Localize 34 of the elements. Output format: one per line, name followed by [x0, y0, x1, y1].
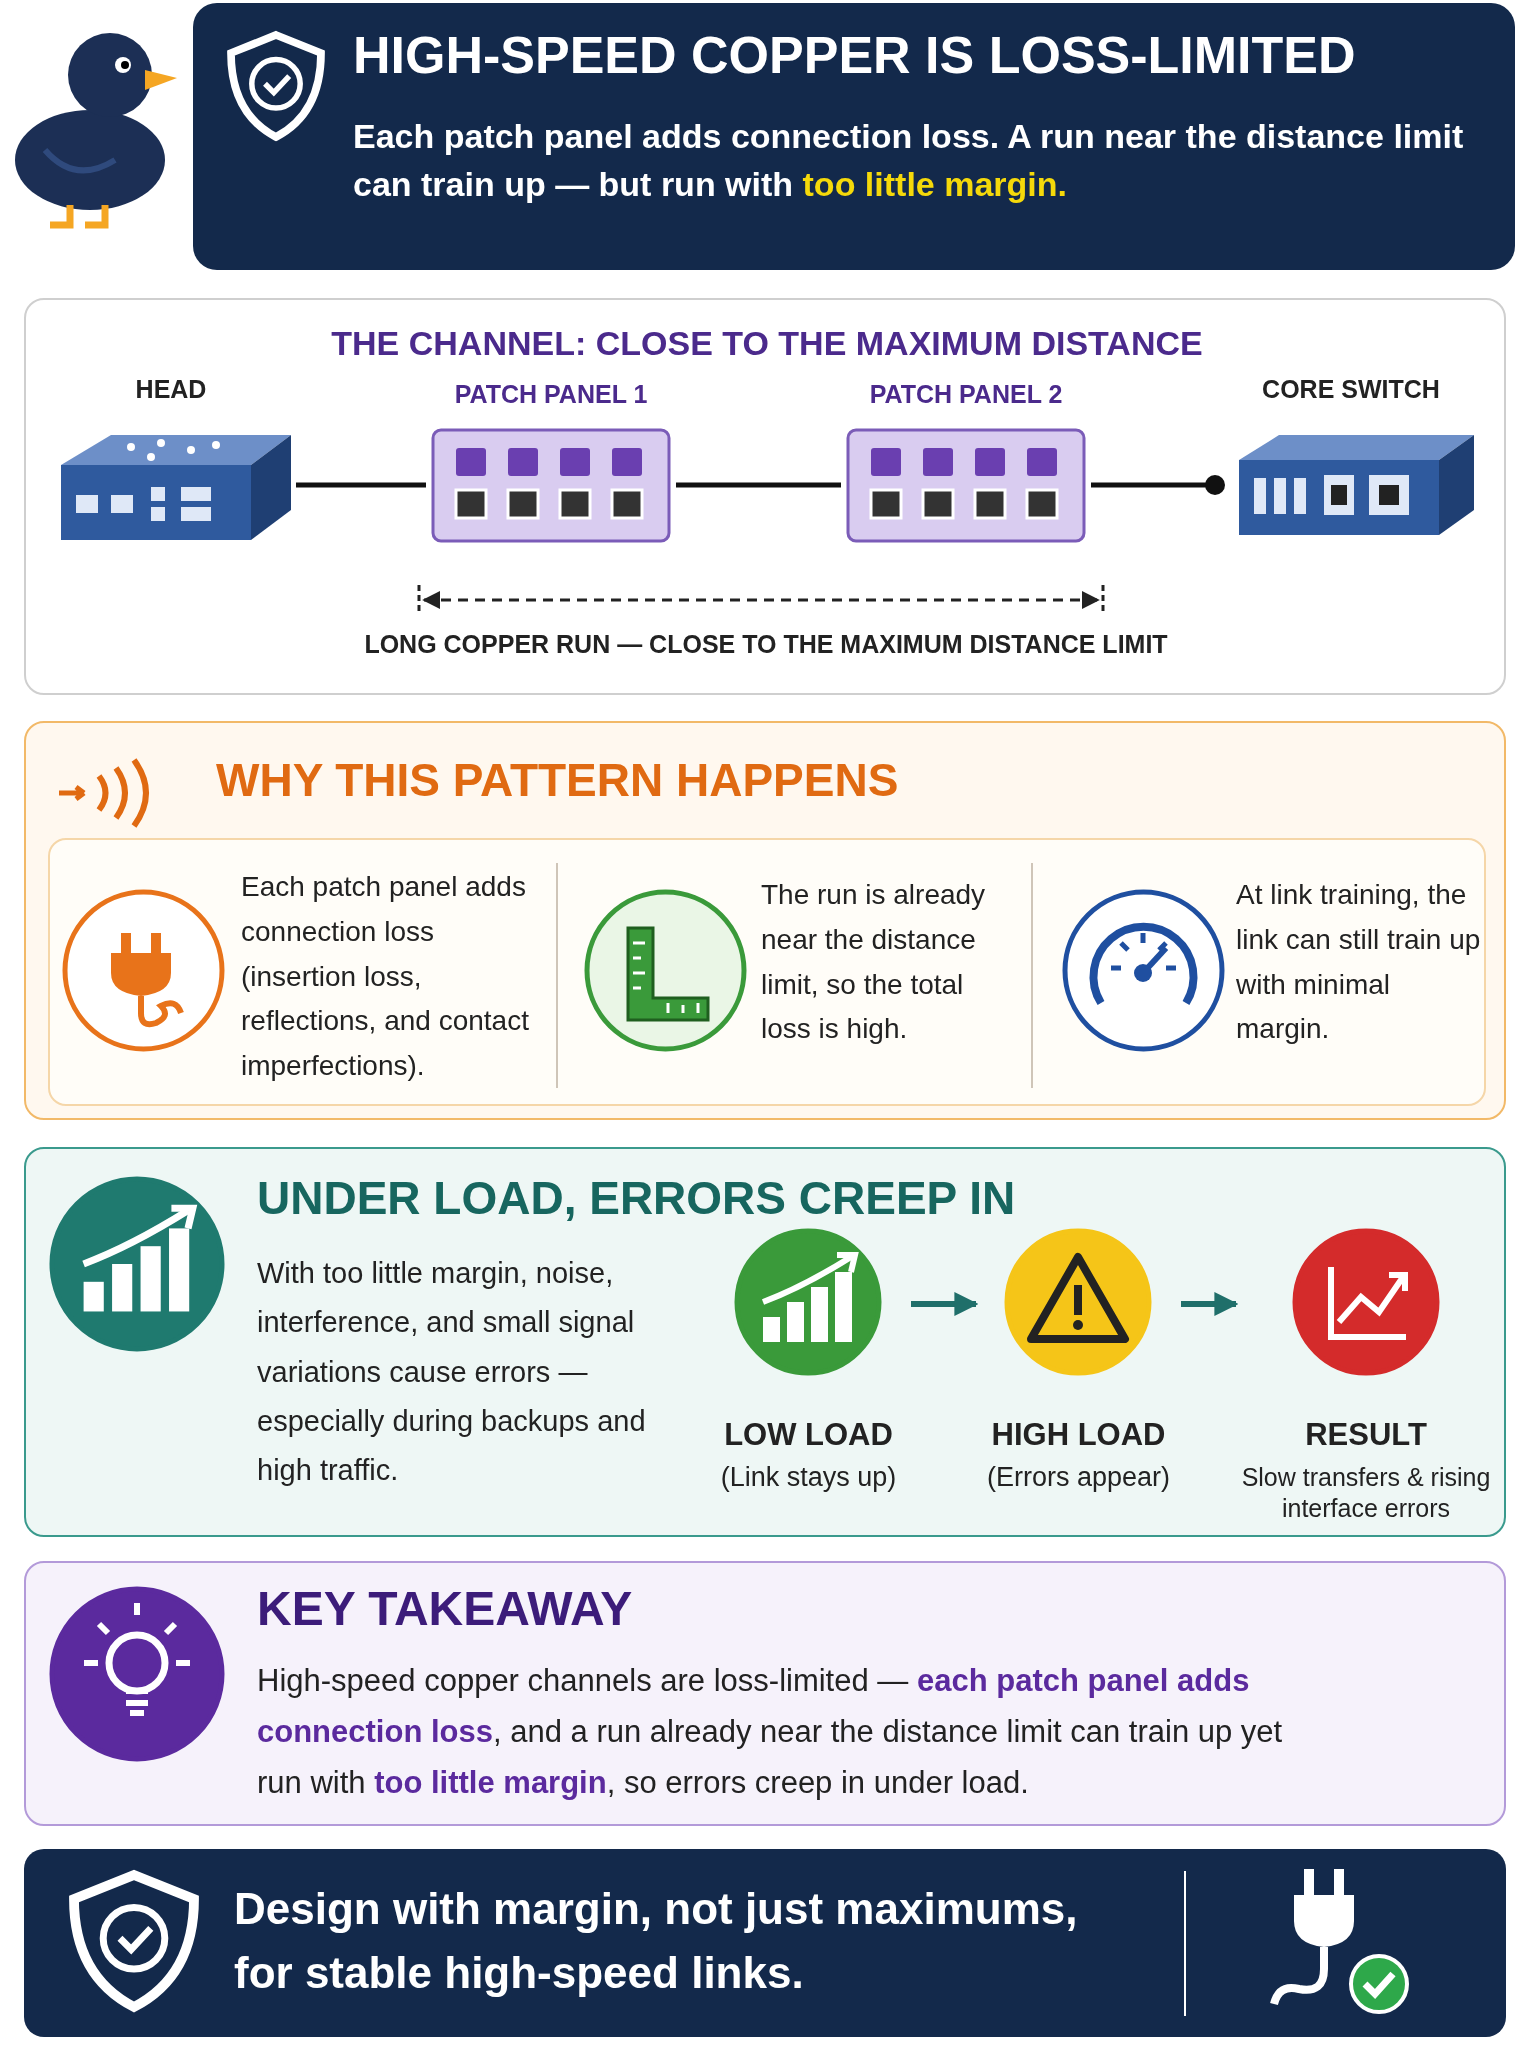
info-panel [24, 1147, 1506, 1537]
connector-line [1091, 475, 1225, 495]
body-text: With too little margin, noise, interference, and small signal variations cause errors — especially during backups and high traffic. [257, 1256, 647, 1489]
section-heading: WHY THIS PATTERN HAPPENS [216, 753, 900, 807]
channel-panel [24, 298, 1506, 695]
takeaway-panel [24, 1561, 1506, 1826]
stage-note: (Errors appear) [985, 1462, 1172, 1493]
footer-banner [24, 1849, 1506, 2037]
stage-title: HIGH LOAD [990, 1417, 1167, 1453]
arrow [911, 1292, 979, 1316]
arrow [1181, 1292, 1239, 1316]
body-text: Each patch panel adds connection loss (insertion loss, reflections, and contact imperfections). [241, 870, 530, 1084]
section-heading: THE CHANNEL: CLOSE TO THE MAXIMUM DISTANCE [330, 324, 1204, 363]
stage-title: LOW LOAD [723, 1417, 894, 1453]
device-label: PATCH PANEL 2 [868, 380, 1064, 409]
info-panel [24, 721, 1506, 1120]
device-label: PATCH PANEL 1 [453, 380, 649, 409]
section-heading: KEY TAKEAWAY [257, 1581, 634, 1636]
stage-note: (Link stays up) [719, 1462, 898, 1493]
body-text: At link training, the link can still train up with minimal margin. [1236, 878, 1481, 1047]
stage-title: RESULT [1304, 1417, 1428, 1453]
banner-subtitle: Each patch panel adds connection loss. A run near the distance limit can train up — but run with too little margin. [353, 116, 1465, 205]
footer-text: Design with margin, not just maximums, for stable high-speed links. [234, 1883, 1079, 1999]
title-banner [193, 3, 1515, 270]
connector-line [676, 482, 841, 488]
body-text: The run is already near the distance limit, so the total loss is high. [761, 878, 987, 1047]
stage-note: Slow transfers & rising interface errors [1240, 1462, 1492, 1525]
body-text: High-speed copper channels are loss-limited — each patch panel adds connection loss, and a run already near the distance limit can train up yet run with too little margin, so errors creep in under load. [257, 1662, 1284, 1803]
banner-title: HIGH-SPEED COPPER IS LOSS-LIMITED [353, 25, 1357, 85]
device-label: CORE SWITCH [1261, 375, 1441, 404]
section-heading: UNDER LOAD, ERRORS CREEP IN [257, 1171, 1017, 1225]
device-label: HEAD [134, 375, 208, 404]
dimension-label: LONG COPPER RUN — CLOSE TO THE MAXIMUM DISTANCE LIMIT [363, 630, 1169, 659]
connector-line [296, 482, 426, 488]
